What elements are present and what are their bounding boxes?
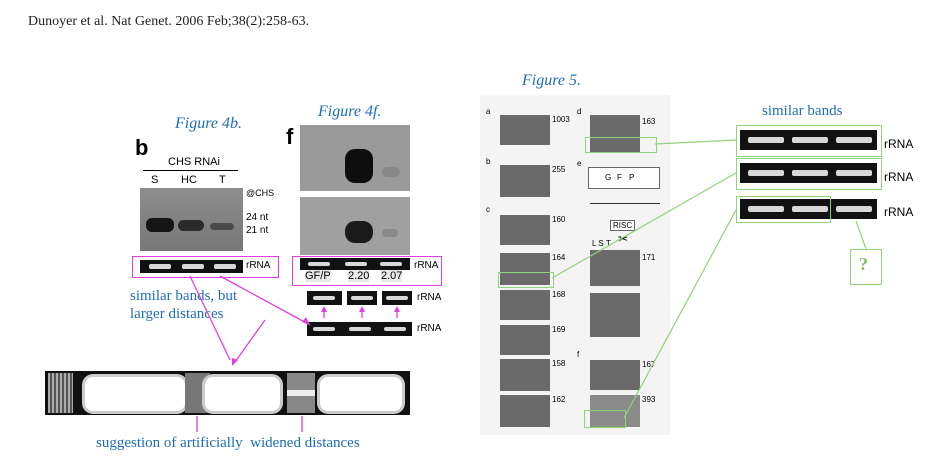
citation: Dunoyer et al. Nat Genet. 2006 Feb;38(2)… [28,14,310,29]
gel-f2 [590,395,640,427]
size-21nt: 21 nt [246,225,269,236]
panel-e-letter: e [577,159,582,168]
value-2-20: 2.20 [348,270,370,282]
value-gfp: GF/P [305,270,331,282]
num-393: 393 [642,395,656,404]
diagram-line [590,203,660,204]
panel-f-letter: f [577,350,580,359]
num-167: 167 [642,360,656,369]
highlight-box-4b [132,256,279,278]
rrna-label-4f: rRNA [414,260,439,271]
annotation-similar-larger-1: similar bands, but [130,288,238,304]
num-1003: 1003 [552,115,570,124]
gel-b [500,165,550,197]
num-163: 163 [642,117,656,126]
zoom-rrna-3: rRNA [884,205,914,219]
panel-letter-f: f [286,124,294,149]
gel-c5 [500,359,550,391]
blot-4f-bottom [300,197,410,255]
gel-c2 [500,253,550,285]
gel-c6 [500,395,550,427]
panel-d-letter: d [577,107,582,116]
contrast-enhanced-strip [45,371,410,415]
num-162: 162 [552,395,566,404]
gel-e1 [590,250,640,286]
blot-4f-top [300,125,410,191]
highlight-fig5-f [584,410,626,428]
northern-blot-4b [140,188,243,251]
panel-b-letter: b [486,157,491,166]
panel-a-letter: a [486,107,491,116]
gel-c3 [500,290,550,320]
zoom-row-1 [740,130,877,150]
question-box [850,249,882,285]
zoom-box-1 [736,125,882,157]
gel-a [500,115,550,145]
chs-rnai-header: CHS RNAi [168,156,220,168]
crop-lane-2 [347,291,377,305]
rrna-row-4f [300,258,410,270]
annotation-suggestion: suggestion of artificially widened dista… [96,435,360,451]
zoom-rrna-1: rRNA [884,137,914,151]
num-158: 158 [552,359,566,368]
figure-4f-title: Figure 4f. [318,103,382,120]
highlight-fig5-c2 [498,272,554,288]
num-164: 164 [552,253,566,262]
rrna-crop-label-1: rRNA [417,292,442,303]
gel-c4 [500,325,550,355]
rrna-row-4b [140,260,243,273]
highlight-box-4f [292,256,442,286]
rrna-crop-label-2: rRNA [417,323,442,334]
zoom-box-3 [736,196,831,223]
num-168: 168 [552,290,566,299]
num-160: 160 [552,215,566,224]
gel-e2 [590,293,640,337]
annotation-similar-bands: similar bands [762,103,843,119]
probe-chs: @CHS [246,188,275,198]
highlight-fig5-d [585,137,657,153]
figure-4b-title: Figure 4b. [175,115,242,132]
num-171: 171 [642,253,656,262]
value-2-07: 2.07 [381,270,403,282]
panel-c-letter: c [486,205,490,214]
num-169: 169 [552,325,566,334]
annotation-similar-larger-2: larger distances [130,306,224,322]
lane-s: S [151,174,159,186]
gel-c1 [500,215,550,245]
rrna-label-4b: rRNA [246,260,271,271]
num-255: 255 [552,165,566,174]
scissors-icon: ✂ [618,232,629,246]
question-mark: ? [859,254,868,274]
lane-hc: HC [181,174,197,186]
zoom-row-3 [740,199,877,219]
crop-lane-1 [307,291,342,305]
lane-t: T [219,174,226,186]
header-rule [143,170,238,171]
zoom-row-2 [740,163,877,183]
construct-diagram: G F P [588,167,660,189]
rrna-joined-row [307,322,412,336]
size-24nt: 24 nt [246,212,269,223]
gel-f1 [590,360,640,390]
gel-d [590,115,640,153]
crop-lane-3 [382,291,412,305]
zoom-rrna-2: rRNA [884,170,914,184]
figure-5-panel: a 1003 b 255 c 160 164 168 169 158 162 d… [480,95,670,435]
risc-box: RISC [610,220,636,231]
lanes-lst-e: L S T [592,239,611,248]
zoom-box-2 [736,158,882,190]
figure-5-title: Figure 5. [522,72,581,89]
panel-letter-b: b [135,135,149,160]
